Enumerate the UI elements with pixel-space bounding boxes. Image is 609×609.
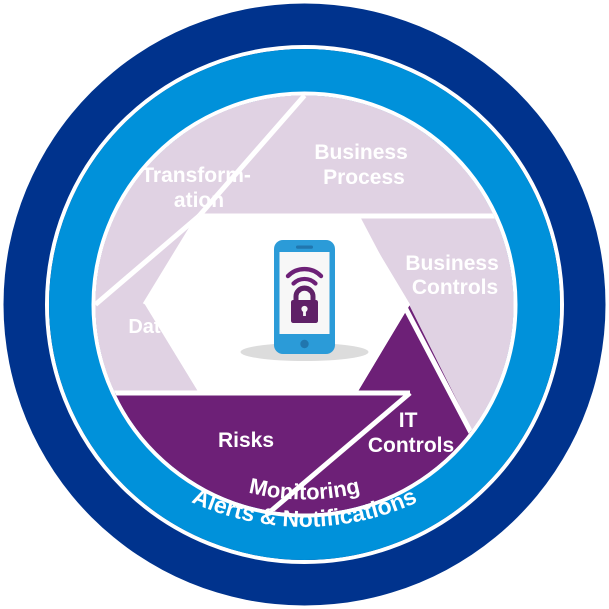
segment-labels: Transform- ation Business Process Busine… <box>128 141 504 457</box>
ring-separator-outer <box>45 45 564 564</box>
shape-business-controls[interactable] <box>357 218 514 514</box>
blade-dividers <box>95 95 514 514</box>
phone-home-button-icon <box>300 339 309 349</box>
divider-data-edge <box>142 214 202 306</box>
divider-transformation-process <box>197 95 307 218</box>
opening-right-bevel <box>357 216 410 393</box>
secure-mobile-device-icon <box>240 240 369 361</box>
padlock-icon <box>291 285 318 323</box>
ring-separator-inner <box>91 91 518 518</box>
label-risks: Risks <box>218 429 274 452</box>
label-business-controls: Business Controls <box>405 252 504 299</box>
label-data: Data <box>128 316 172 338</box>
label-business-process: Business Process <box>314 141 413 189</box>
label-transformation: Transform- ation <box>141 164 257 212</box>
opening-left-bevel <box>145 216 199 393</box>
label-it-controls: IT Controls <box>368 409 454 457</box>
divider-data-transformation <box>95 214 201 307</box>
divider-it-risks <box>266 391 412 514</box>
phone-speaker-icon <box>296 245 313 249</box>
